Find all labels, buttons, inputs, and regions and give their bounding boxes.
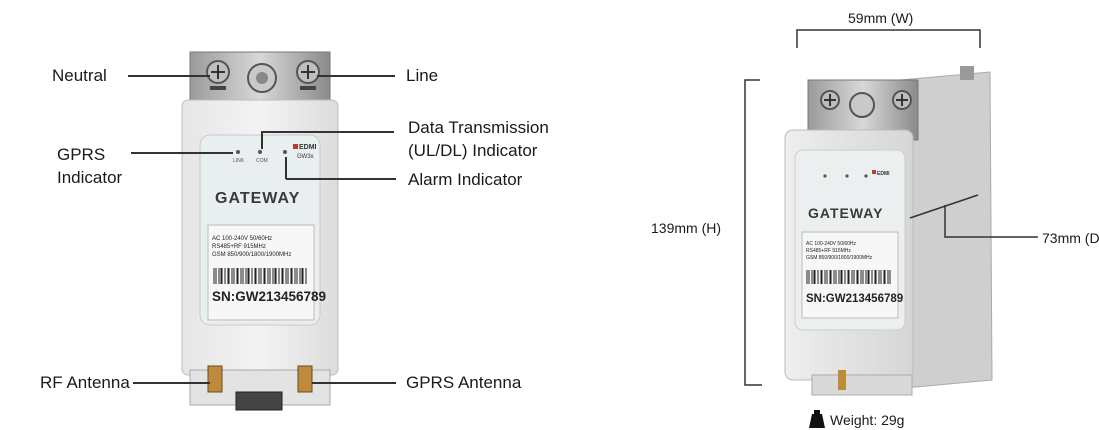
svg-text:AC 100-240V 50/60Hz: AC 100-240V 50/60Hz xyxy=(806,241,857,247)
front-brand: EDMI xyxy=(299,144,317,151)
dimension-lines xyxy=(744,29,1038,386)
front-barcode xyxy=(213,268,307,284)
svg-text:GSM 850/900/1800/1900MHz: GSM 850/900/1800/1900MHz xyxy=(806,255,873,261)
data-transmission-label-2: (UL/DL) Indicator xyxy=(408,141,538,160)
side-gateway-label: GATEWAY xyxy=(808,205,883,221)
rf-antenna-leader xyxy=(133,382,210,384)
line-leader xyxy=(317,75,395,77)
svg-text:GW3x: GW3x xyxy=(297,154,314,160)
gprs-antenna-label: GPRS Antenna xyxy=(406,373,522,392)
data-tx-leader-drop xyxy=(261,131,263,149)
neutral-label: Neutral xyxy=(52,66,107,85)
gprs-antenna-connector-icon xyxy=(297,365,313,393)
rf-antenna-label: RF Antenna xyxy=(40,373,130,392)
data-transmission-label-1: Data Transmission xyxy=(408,118,549,137)
neutral-leader xyxy=(128,75,210,77)
front-spec-2: RS485+RF 915MHz xyxy=(212,244,266,250)
neutral-screw-icon xyxy=(206,60,230,90)
front-spec-1: AC 100-240V 50/60Hz xyxy=(212,236,272,242)
width-dimension-label: 59mm (W) xyxy=(848,10,914,26)
side-device: EDMI GATEWAY AC 100-240V 50/60Hz RS485+R… xyxy=(784,66,993,396)
svg-text:EDMI: EDMI xyxy=(877,171,890,177)
alarm-led-icon xyxy=(283,150,287,154)
weight-icon xyxy=(809,410,825,428)
gprs-antenna-leader xyxy=(312,382,396,384)
rf-antenna-connector-icon xyxy=(207,365,223,393)
svg-text:RS485+RF 915MHz: RS485+RF 915MHz xyxy=(806,248,851,254)
height-dimension-label: 139mm (H) xyxy=(651,220,722,236)
side-serial: SN:GW213456789 xyxy=(806,293,903,305)
front-device: LINK COM EDMI GW3x GATEWAY AC 100-240V 5… xyxy=(181,51,339,411)
gprs-indicator-label-1: GPRS xyxy=(57,145,106,164)
svg-text:LINK: LINK xyxy=(233,158,245,164)
center-screw-icon xyxy=(247,63,277,93)
gprs-led-icon xyxy=(236,150,240,154)
line-label: Line xyxy=(406,66,439,85)
line-screw-icon xyxy=(296,60,320,90)
alarm-leader xyxy=(286,178,396,180)
side-barcode xyxy=(806,270,891,284)
depth-dimension-label: 73mm (D) xyxy=(1042,230,1099,246)
front-gateway-label: GATEWAY xyxy=(215,190,300,207)
weight-label: Weight: 29g xyxy=(830,412,905,428)
front-spec-3: GSM 850/900/1800/1900MHz xyxy=(212,252,291,258)
alarm-leader-drop xyxy=(285,157,287,179)
data-tx-leader xyxy=(262,131,394,133)
data-led-icon xyxy=(258,150,262,154)
front-serial: SN:GW213456789 xyxy=(212,289,326,304)
alarm-indicator-label: Alarm Indicator xyxy=(408,170,523,189)
gprs-indicator-label-2: Indicator xyxy=(57,168,123,187)
gprs-indicator-leader xyxy=(131,152,233,154)
svg-text:COM: COM xyxy=(256,158,268,164)
